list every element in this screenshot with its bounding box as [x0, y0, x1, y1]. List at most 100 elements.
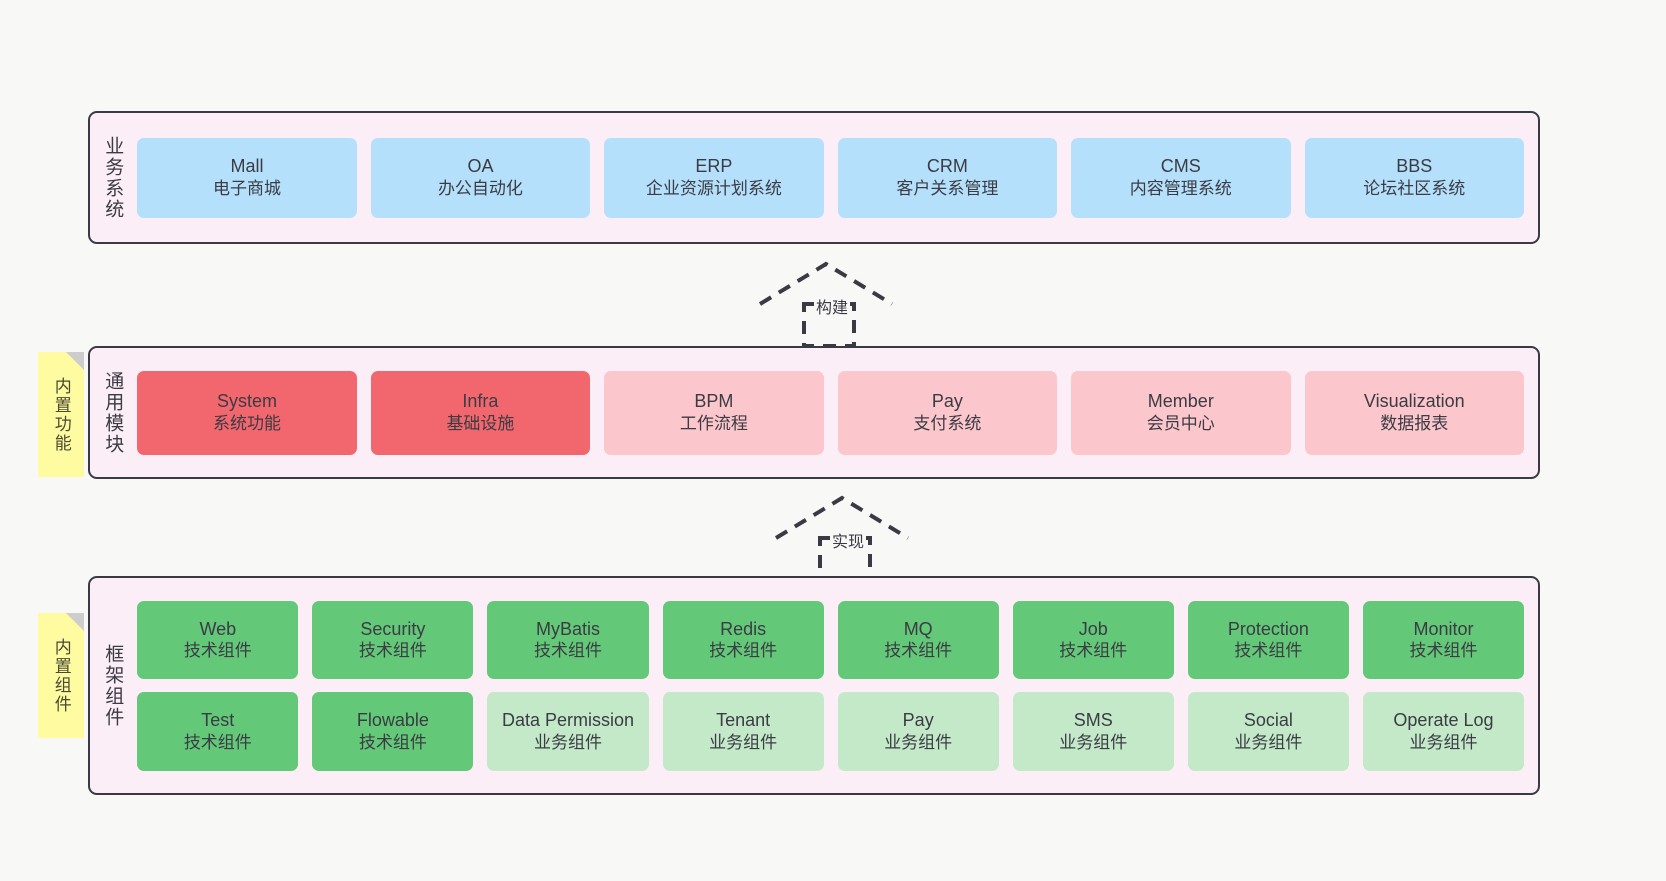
business-system-card-bbs[interactable]: BBS 论坛社区系统 [1304, 137, 1524, 218]
business-system-card-mall[interactable]: Mall 电子商城 [137, 137, 357, 218]
common-module-card-visualization[interactable]: Visualization 数据报表 [1304, 370, 1524, 455]
card-title: Flowable [356, 710, 429, 731]
card-title: MyBatis [535, 618, 600, 639]
card-subtitle: 业务组件 [534, 732, 602, 752]
framework-component-card-tenant[interactable]: Tenant 业务组件 [662, 692, 824, 771]
card-title: CRM [926, 156, 968, 177]
card-subtitle: 技术组件 [534, 641, 602, 661]
card-subtitle: 业务组件 [884, 732, 953, 752]
sticky-note-builtin-component: 内置组件 [38, 613, 84, 738]
tier-framework-label: 框架组件 [102, 643, 124, 728]
business-system-card-cms[interactable]: CMS 内容管理系统 [1071, 137, 1291, 218]
common-module-card-pay[interactable]: Pay 支付系统 [837, 370, 1058, 455]
card-title: BPM [694, 391, 734, 412]
card-title: Security [360, 618, 426, 639]
card-subtitle: 技术组件 [358, 732, 427, 752]
framework-component-card-mq[interactable]: MQ 技术组件 [837, 600, 999, 679]
card-title: Member [1147, 391, 1214, 412]
card-subtitle: 业务组件 [1234, 732, 1303, 752]
sticky-fold-corner-icon [66, 352, 84, 370]
card-title: MQ [903, 618, 933, 639]
card-subtitle: 客户关系管理 [896, 179, 999, 199]
card-title: Data Permission [501, 710, 635, 731]
card-subtitle: 技术组件 [1409, 641, 1478, 661]
sticky-note-builtin-function: 内置功能 [38, 352, 84, 477]
framework-component-card-web[interactable]: Web 技术组件 [137, 600, 299, 679]
card-subtitle: 内容管理系统 [1129, 179, 1232, 199]
card-subtitle: 技术组件 [884, 641, 953, 661]
card-title: CMS [1160, 156, 1201, 177]
card-title: Mall [230, 156, 264, 177]
card-subtitle: 电子商城 [212, 179, 281, 199]
framework-component-card-protection[interactable]: Protection 技术组件 [1187, 600, 1349, 679]
tier-common-modules: 通用模块 System 系统功能 Infra 基础设施 BPM 工作流程 Pay… [88, 346, 1540, 479]
framework-component-card-operate-log[interactable]: Operate Log 业务组件 [1362, 692, 1525, 771]
card-title: Job [1078, 618, 1108, 639]
card-title: Infra [462, 391, 499, 412]
connector-implement-label: 实现 [830, 528, 867, 552]
tier-common-label: 通用模块 [102, 370, 124, 455]
card-subtitle: 业务组件 [709, 732, 778, 752]
card-title: Monitor [1413, 618, 1474, 639]
card-subtitle: 企业资源计划系统 [645, 179, 782, 199]
card-title: Tenant [716, 710, 771, 731]
framework-row-business: Test 技术组件 Flowable 技术组件 Data Permission … [137, 692, 1525, 771]
sticky-note-label: 内置组件 [51, 637, 71, 714]
business-system-card-oa[interactable]: OA 办公自动化 [370, 137, 591, 218]
card-title: Redis [720, 618, 767, 639]
card-subtitle: 技术组件 [1234, 641, 1303, 661]
framework-component-card-flowable[interactable]: Flowable 技术组件 [312, 692, 474, 771]
card-subtitle: 办公自动化 [437, 179, 523, 199]
framework-component-card-job[interactable]: Job 技术组件 [1012, 600, 1174, 679]
card-title: Web [199, 618, 237, 639]
card-subtitle: 技术组件 [709, 641, 778, 661]
card-title: Pay [902, 710, 934, 731]
card-title: ERP [695, 156, 733, 177]
common-module-card-bpm[interactable]: BPM 工作流程 [604, 370, 824, 455]
card-subtitle: 会员中心 [1146, 414, 1215, 434]
framework-component-card-social[interactable]: Social 业务组件 [1187, 692, 1349, 771]
card-title: System [216, 391, 277, 412]
framework-component-card-mybatis[interactable]: MyBatis 技术组件 [487, 600, 649, 679]
card-subtitle: 业务组件 [1409, 732, 1478, 752]
card-subtitle: 技术组件 [358, 641, 427, 661]
sticky-fold-corner-icon [66, 613, 84, 631]
framework-row-technical: Web 技术组件 Security 技术组件 MyBatis 技术组件 Redi… [137, 600, 1525, 679]
card-title: Operate Log [1393, 710, 1494, 731]
connector-implement-arrow: 实现 [768, 492, 928, 584]
card-title: Protection [1227, 618, 1309, 639]
common-module-card-member[interactable]: Member 会员中心 [1071, 370, 1291, 455]
sticky-note-label: 内置功能 [51, 376, 71, 453]
card-subtitle: 技术组件 [183, 732, 252, 752]
common-module-card-system[interactable]: System 系统功能 [137, 370, 357, 455]
card-title: Pay [931, 391, 963, 412]
common-modules-cell-group: System 系统功能 Infra 基础设施 BPM 工作流程 Pay 支付系统… [129, 370, 1538, 455]
framework-component-card-sms[interactable]: SMS 业务组件 [1012, 692, 1174, 771]
card-title: OA [467, 156, 494, 177]
card-title: Test [201, 710, 235, 731]
framework-component-card-monitor[interactable]: Monitor 技术组件 [1362, 600, 1525, 679]
card-subtitle: 论坛社区系统 [1363, 179, 1466, 199]
framework-component-card-data-permission[interactable]: Data Permission 业务组件 [487, 692, 649, 771]
card-title: Social [1243, 710, 1293, 731]
framework-component-card-pay[interactable]: Pay 业务组件 [837, 692, 999, 771]
card-title: BBS [1396, 156, 1433, 177]
card-title: SMS [1073, 710, 1113, 731]
card-subtitle: 数据报表 [1380, 414, 1449, 434]
framework-components-cell-group: Web 技术组件 Security 技术组件 MyBatis 技术组件 Redi… [129, 600, 1538, 771]
connector-build-arrow: 构建 [752, 258, 912, 350]
card-subtitle: 工作流程 [679, 414, 748, 434]
framework-component-card-security[interactable]: Security 技术组件 [312, 600, 474, 679]
business-systems-cell-group: Mall 电子商城 OA 办公自动化 ERP 企业资源计划系统 CRM 客户关系… [129, 137, 1538, 218]
framework-component-card-test[interactable]: Test 技术组件 [137, 692, 299, 771]
common-module-card-infra[interactable]: Infra 基础设施 [370, 370, 591, 455]
framework-component-card-redis[interactable]: Redis 技术组件 [662, 600, 824, 679]
card-subtitle: 业务组件 [1059, 732, 1128, 752]
card-subtitle: 基础设施 [446, 414, 515, 434]
card-subtitle: 技术组件 [1059, 641, 1128, 661]
business-system-card-crm[interactable]: CRM 客户关系管理 [837, 137, 1058, 218]
business-system-card-erp[interactable]: ERP 企业资源计划系统 [604, 137, 824, 218]
card-subtitle: 技术组件 [183, 641, 252, 661]
card-subtitle: 支付系统 [913, 414, 982, 434]
